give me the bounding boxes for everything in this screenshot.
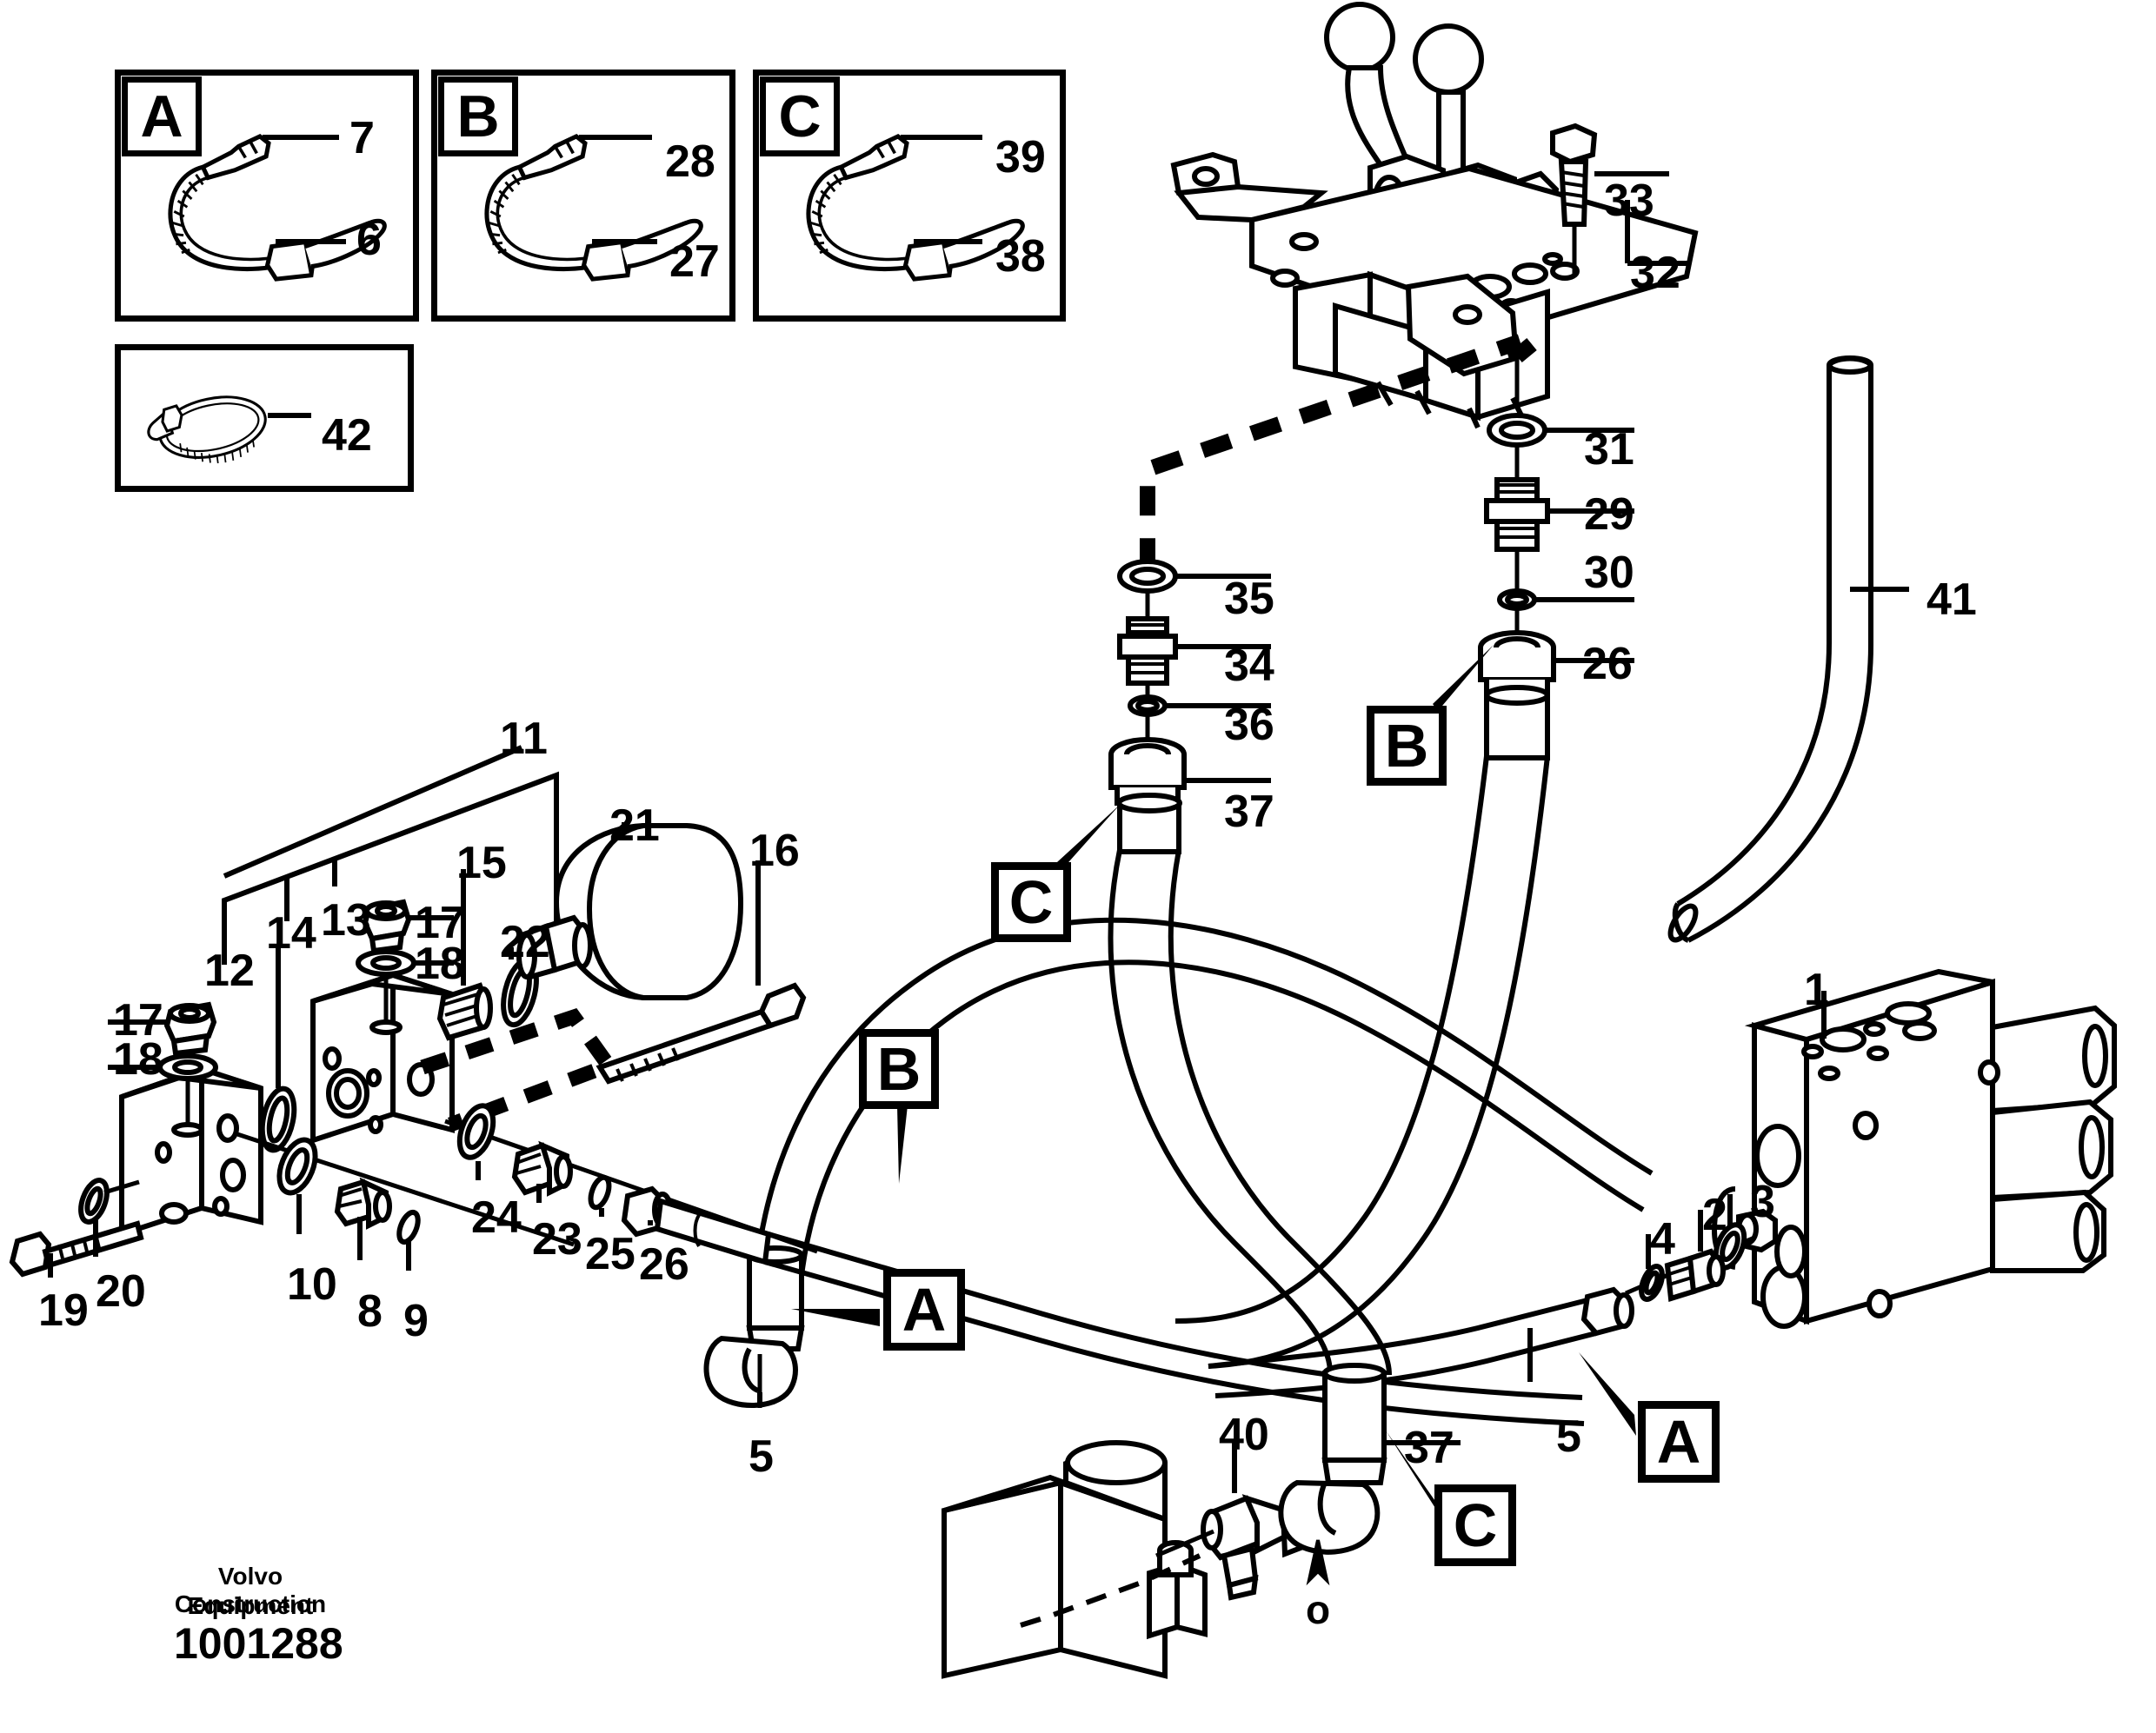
detail-box-b-letter: B — [438, 76, 518, 156]
callout-number-10: 10 — [287, 1259, 337, 1310]
callout-number-8: 8 — [357, 1286, 383, 1337]
hose-5-main — [750, 917, 1654, 1334]
callout-number-9: 9 — [403, 1296, 429, 1346]
orientation-mark-label: o — [1306, 1587, 1330, 1632]
callout-number-41: 41 — [1926, 574, 1977, 625]
callout-number-23: 23 — [532, 1214, 582, 1265]
callout-number-25: 25 — [585, 1229, 635, 1279]
callout-number-12: 12 — [204, 946, 255, 996]
accumulator-21 — [516, 823, 744, 1000]
callout-number-33: 33 — [1604, 176, 1654, 226]
reference-marker-b-middle: B — [859, 1029, 939, 1109]
callout-number-5b: 5 — [1556, 1411, 1581, 1462]
callout-number-30: 30 — [1584, 548, 1634, 598]
callout-number-37a: 37 — [1224, 787, 1274, 837]
callout-number-37b: 37 — [1404, 1423, 1454, 1473]
callout-number-17b: 17 — [415, 898, 465, 948]
callout-number-40: 40 — [1219, 1410, 1269, 1460]
plug-17-18-right — [356, 899, 416, 1035]
callout-number-11: 11 — [500, 714, 548, 764]
fitting-stack-right — [1478, 358, 1556, 760]
callout-number-17a: 17 — [113, 995, 163, 1046]
hose-5-left-end — [703, 1245, 805, 1409]
solenoid-block-12 — [119, 1065, 263, 1238]
orientation-arrow-icon — [1306, 1539, 1330, 1586]
callout-number-35: 35 — [1224, 574, 1274, 624]
callout-number-42: 42 — [322, 410, 372, 461]
callout-number-19: 19 — [38, 1285, 89, 1336]
callout-number-2: 2 — [1702, 1190, 1727, 1240]
callout-number-18b: 18 — [415, 939, 465, 989]
callout-number-21: 21 — [609, 800, 660, 851]
reference-marker-c-lower-middle: C — [1434, 1484, 1516, 1566]
callout-number-7: 7 — [349, 113, 375, 163]
brand-line-1: Volvo Construction — [174, 1563, 327, 1618]
callout-number-27: 27 — [669, 236, 720, 287]
callout-number-16: 16 — [749, 826, 800, 876]
callout-number-26a: 26 — [639, 1239, 689, 1290]
callout-number-32: 32 — [1630, 248, 1680, 298]
fittings-8-9-10 — [234, 1131, 575, 1247]
callout-number-39: 39 — [995, 132, 1046, 183]
fittings-2-3-4 — [1580, 1222, 1755, 1337]
o-ring-14 — [259, 1086, 297, 1153]
fitting-stack-left — [1108, 539, 1187, 854]
callout-number-26b: 26 — [1582, 639, 1633, 689]
callout-number-13: 13 — [321, 895, 371, 946]
hydraulic-tank — [942, 1440, 1208, 1679]
callout-number-6: 6 — [356, 215, 382, 265]
callout-number-29: 29 — [1584, 489, 1634, 540]
hose-37-long — [1108, 849, 1392, 1376]
callout-number-36: 36 — [1224, 700, 1274, 750]
callout-number-38: 38 — [995, 231, 1046, 282]
callout-number-31: 31 — [1584, 424, 1634, 475]
callout-number-22: 22 — [500, 917, 550, 967]
hose-26-left — [764, 1232, 1585, 1426]
screw-16 — [596, 982, 807, 1085]
callout-number-20: 20 — [96, 1266, 146, 1317]
reference-marker-a-lower-right: A — [1638, 1401, 1720, 1483]
detail-box-a-letter: A — [122, 76, 202, 156]
valve-block-1 — [1711, 968, 2117, 1329]
callout-number-5a: 5 — [749, 1431, 774, 1482]
bolt-33 — [1550, 123, 1598, 227]
hose-26-right — [1174, 755, 1550, 1369]
callout-number-1: 1 — [1804, 965, 1829, 1015]
bracket-11 — [222, 745, 559, 965]
callout-number-18a: 18 — [113, 1034, 163, 1085]
detail-box-c-letter: C — [760, 76, 840, 156]
callout-number-3: 3 — [1750, 1177, 1775, 1227]
plug-17-18-left — [157, 1001, 218, 1138]
part-number: 1001288 — [174, 1619, 343, 1668]
callout-number-4: 4 — [1650, 1214, 1675, 1265]
callout-number-15: 15 — [456, 838, 507, 888]
reference-marker-b-upper-right: B — [1367, 706, 1447, 786]
reference-marker-a-lower-left: A — [883, 1269, 965, 1351]
callout-number-24: 24 — [471, 1192, 522, 1243]
stud-15 — [436, 982, 493, 1041]
reference-marker-c-upper-middle: C — [991, 862, 1071, 942]
assembly-dash-path-left — [420, 1007, 621, 1132]
hose-37-lower-end — [1278, 1363, 1387, 1555]
callout-number-28: 28 — [665, 136, 715, 187]
fittings-23-24-25-26 — [444, 1103, 818, 1265]
callout-number-14: 14 — [266, 908, 316, 959]
callout-number-34: 34 — [1224, 641, 1274, 691]
brand-line-2: Equipment — [187, 1592, 314, 1619]
hose-41 — [1667, 355, 1873, 943]
